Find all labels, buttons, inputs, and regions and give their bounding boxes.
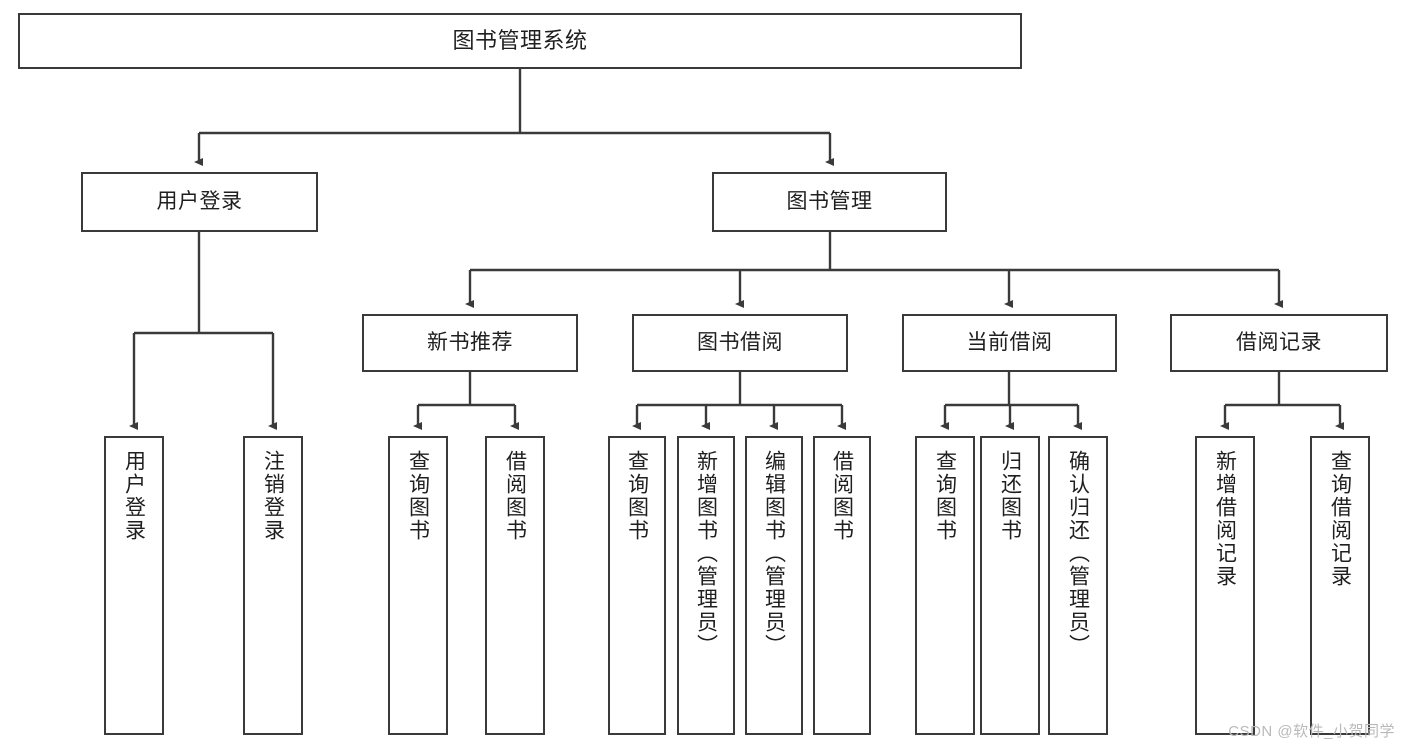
node-user-login[interactable]: 用户登录 (81, 172, 318, 232)
leaf-return-book-label: 归还图书 (998, 450, 1022, 542)
node-root[interactable]: 图书管理系统 (18, 13, 1022, 69)
leaf-edit-book-admin[interactable]: 编辑图书（管理员） (745, 436, 803, 735)
leaf-user-login[interactable]: 用户登录 (104, 436, 164, 735)
leaf-query-book-2-label: 查询图书 (625, 450, 649, 542)
leaf-logout-login-label: 注销登录 (261, 450, 285, 542)
leaf-edit-book-admin-label: 编辑图书（管理员） (762, 450, 786, 657)
leaf-logout-login[interactable]: 注销登录 (243, 436, 303, 735)
node-book-borrow-label: 图书借阅 (697, 330, 783, 354)
leaf-query-borrow-record-label: 查询借阅记录 (1328, 450, 1352, 588)
leaf-add-book-admin[interactable]: 新增图书（管理员） (677, 436, 735, 735)
leaf-query-book-1[interactable]: 查询图书 (388, 436, 448, 735)
leaf-borrow-book-1[interactable]: 借阅图书 (485, 436, 545, 735)
leaf-query-book-1-label: 查询图书 (406, 450, 430, 542)
node-new-book-recommend[interactable]: 新书推荐 (362, 314, 578, 372)
node-book-management-label: 图书管理 (786, 189, 873, 213)
leaf-user-login-label: 用户登录 (122, 450, 146, 542)
leaf-add-book-admin-label: 新增图书（管理员） (694, 450, 718, 657)
leaf-add-borrow-record[interactable]: 新增借阅记录 (1195, 436, 1255, 735)
node-current-borrow[interactable]: 当前借阅 (902, 314, 1117, 372)
node-user-login-label: 用户登录 (156, 189, 243, 213)
csdn-watermark: CSDN @软件_小贺同学 (1228, 723, 1395, 740)
leaf-borrow-book-1-label: 借阅图书 (503, 450, 527, 542)
leaf-add-borrow-record-label: 新增借阅记录 (1213, 450, 1237, 588)
leaf-query-book-2[interactable]: 查询图书 (608, 436, 666, 735)
node-borrow-record-label: 借阅记录 (1236, 330, 1322, 354)
leaf-confirm-return-admin[interactable]: 确认归还（管理员） (1048, 436, 1108, 735)
leaf-query-book-3[interactable]: 查询图书 (915, 436, 975, 735)
node-book-management[interactable]: 图书管理 (712, 172, 947, 232)
leaf-borrow-book-2-label: 借阅图书 (830, 450, 854, 542)
leaf-borrow-book-2[interactable]: 借阅图书 (813, 436, 871, 735)
leaf-return-book[interactable]: 归还图书 (980, 436, 1040, 735)
leaf-query-book-3-label: 查询图书 (933, 450, 957, 542)
node-new-book-recommend-label: 新书推荐 (427, 330, 513, 354)
node-book-borrow[interactable]: 图书借阅 (632, 314, 848, 372)
node-borrow-record[interactable]: 借阅记录 (1170, 314, 1388, 372)
node-root-label: 图书管理系统 (452, 28, 588, 54)
leaf-query-borrow-record[interactable]: 查询借阅记录 (1310, 436, 1370, 735)
node-current-borrow-label: 当前借阅 (966, 330, 1053, 354)
leaf-confirm-return-admin-label: 确认归还（管理员） (1066, 450, 1090, 657)
